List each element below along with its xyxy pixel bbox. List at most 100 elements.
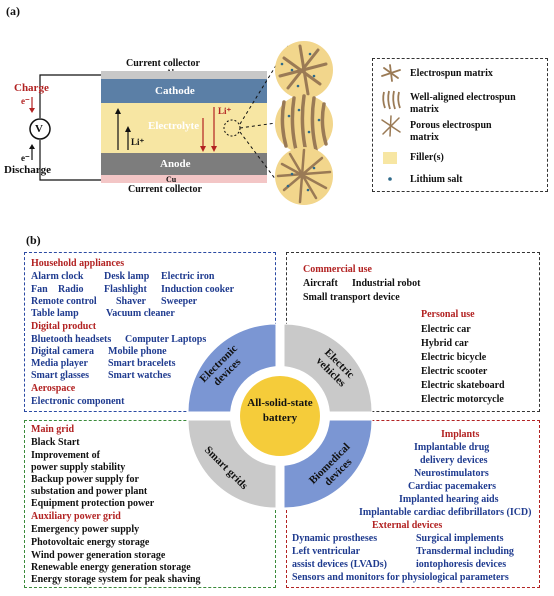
household-item: Electric iron (161, 271, 215, 282)
personal-item: Electric car (421, 324, 471, 335)
cathode-layer (101, 79, 267, 103)
legend-aligned-1: Well-aligned electrospun matrix (410, 92, 516, 115)
household-item: Radio (58, 284, 84, 295)
main-grid-item: substation and power plant (31, 486, 148, 497)
application-wheel (187, 323, 373, 509)
anode-layer (101, 153, 267, 175)
charge-label: Charge (14, 82, 49, 94)
panel-b-label: (b) (26, 233, 41, 247)
household-item: Alarm clock (31, 271, 84, 282)
main-grid-item: power supply stability (31, 462, 126, 473)
legend-box (372, 58, 548, 192)
external-item: Left ventricular (292, 546, 361, 557)
household-item: Flashlight (104, 284, 147, 295)
electrolyte-label: Electrolyte (148, 120, 200, 132)
household-item: Induction cooker (161, 284, 235, 295)
current-collector-top-label: Current collector (126, 58, 200, 69)
aerospace-item: Electronic component (31, 396, 125, 407)
digital-title: Digital product (31, 321, 97, 332)
external-title: External devices (372, 520, 443, 531)
external-item: Sensors and monitors for physiological p… (292, 572, 509, 583)
aux-grid-item: Renewable energy generation storage (31, 562, 191, 573)
current-collector-bottom-label: Current collector (128, 184, 202, 195)
external-item: assist devices (LVADs) (292, 559, 388, 570)
legend-porous: Porous electrospun matrix (410, 120, 492, 143)
center-label: All-solid-state battery (247, 397, 313, 424)
commercial-title: Commercial use (303, 264, 372, 275)
lithium-salt-icon (388, 177, 392, 181)
digital-item: Computer Laptops (125, 334, 207, 345)
implants-item: Neurostimulators (414, 468, 489, 479)
voltmeter-label: V (35, 123, 43, 135)
household-item: Vacuum cleaner (106, 308, 175, 319)
personal-item: Electric scooter (421, 366, 488, 377)
electrospun-matrix-icon (381, 64, 401, 82)
personal-title: Personal use (421, 309, 475, 320)
personal-item: Electric motorcycle (421, 394, 504, 405)
external-item: Transdermal including (416, 546, 514, 557)
digital-item: Smart bracelets (108, 358, 176, 369)
implants-item: Implanted hearing aids (399, 494, 499, 505)
implants-item: delivery devices (420, 455, 488, 466)
personal-item: Hybrid car (421, 338, 469, 349)
voltmeter-icon (29, 118, 51, 140)
household-item: Table lamp (31, 308, 79, 319)
e-discharge-label: e⁻ (21, 153, 30, 163)
aligned-matrix-icon (382, 90, 401, 110)
aux-grid-item: Photovoltaic energy storage (31, 537, 150, 548)
porous-matrix-icon (381, 115, 401, 137)
household-item: Shaver (116, 296, 146, 307)
commercial-item: Small transport device (303, 292, 400, 303)
e-charge-label: e⁻ (21, 96, 30, 106)
implants-item: Cardiac pacemakers (408, 481, 497, 492)
filler-icon (383, 152, 397, 164)
external-item: Surgical implements (416, 533, 504, 544)
cu-label: Cu (166, 175, 177, 184)
aux-grid-item: Energy storage system for peak shaving (31, 574, 201, 585)
household-item: Fan (31, 284, 48, 295)
aux-grid-item: Emergency power supply (31, 524, 140, 535)
personal-item: Electric skateboard (421, 380, 505, 391)
digital-item: Mobile phone (108, 346, 167, 357)
household-title: Household appliances (31, 258, 125, 269)
battery-circuit (29, 45, 289, 197)
external-item: iontophoresis devices (416, 559, 507, 570)
external-item: Dynamic prostheses (292, 533, 378, 544)
li-plus-red-label: Li⁺ (218, 106, 232, 116)
legend-icons (381, 64, 401, 181)
microstructure-circles (275, 41, 333, 205)
zoom-circle (223, 119, 241, 137)
porous-matrix-circle (275, 147, 333, 205)
panel-a-label: (a) (6, 4, 20, 18)
digital-item: Bluetooth headsets (31, 334, 112, 345)
discharge-label: Discharge (4, 164, 52, 176)
main-grid-item: Improvement of (31, 450, 100, 461)
main-grid-item: Black Start (31, 437, 80, 448)
commercial-item: Aircraft (303, 278, 338, 289)
legend-electrospun: Electrospun matrix (410, 68, 493, 79)
digital-item: Smart watches (108, 370, 172, 381)
li-plus-black-label: Li⁺ (131, 137, 145, 147)
anode-label: Anode (160, 158, 191, 170)
main-grid-title: Main grid (31, 424, 75, 435)
aux-grid-title: Auxiliary power grid (31, 511, 121, 522)
cathode-label: Cathode (155, 85, 195, 97)
household-item: Sweeper (161, 296, 198, 307)
personal-item: Electric bicycle (421, 352, 487, 363)
center-circle (240, 376, 320, 456)
aux-grid-item: Wind power generation storage (31, 550, 166, 561)
digital-item: Smart glasses (31, 370, 90, 381)
digital-item: Media player (31, 358, 88, 369)
household-item: Desk lamp (104, 271, 150, 282)
commercial-item: Industrial robot (352, 278, 421, 289)
implants-title: Implants (441, 429, 480, 440)
main-grid-item: Equipment protection power (31, 498, 155, 509)
cu-layer (101, 175, 267, 183)
digital-item: Digital camera (31, 346, 95, 357)
electrospun-matrix-circle (275, 41, 333, 99)
al-layer (101, 71, 267, 79)
implants-item: Implantable drug (414, 442, 490, 453)
aligned-matrix-circle (275, 94, 333, 154)
aerospace-title: Aerospace (31, 383, 76, 394)
main-grid-item: Backup power supply for (31, 474, 139, 485)
